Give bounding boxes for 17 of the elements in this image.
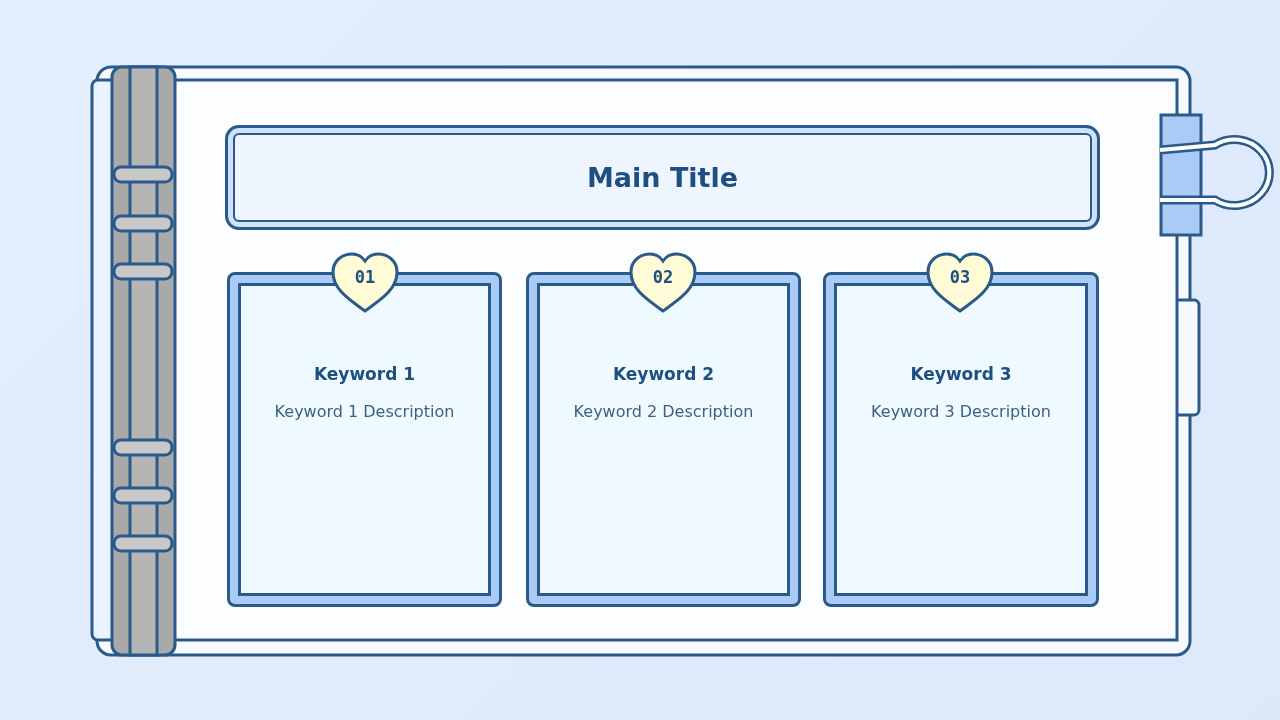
heart-badge — [628, 252, 698, 314]
badge-number: 02 — [651, 267, 675, 287]
card-heading: Keyword 3 — [909, 364, 1013, 384]
card-description: Keyword 3 Description — [870, 402, 1052, 421]
card-heading: Keyword 1 — [312, 364, 417, 384]
title-text: Main Title — [586, 162, 739, 193]
card-description: Keyword 1 Description — [273, 402, 456, 421]
keyword-card — [526, 272, 801, 607]
keyword-card — [227, 272, 502, 607]
card-description: Keyword 2 Description — [572, 402, 755, 421]
badge-number: 03 — [948, 267, 972, 287]
title-banner — [225, 125, 1100, 230]
badge-number: 01 — [353, 267, 377, 287]
card-heading: Keyword 2 — [611, 364, 716, 384]
heart-badge — [330, 252, 400, 314]
keyword-card — [823, 272, 1099, 607]
heart-badge — [925, 252, 995, 314]
